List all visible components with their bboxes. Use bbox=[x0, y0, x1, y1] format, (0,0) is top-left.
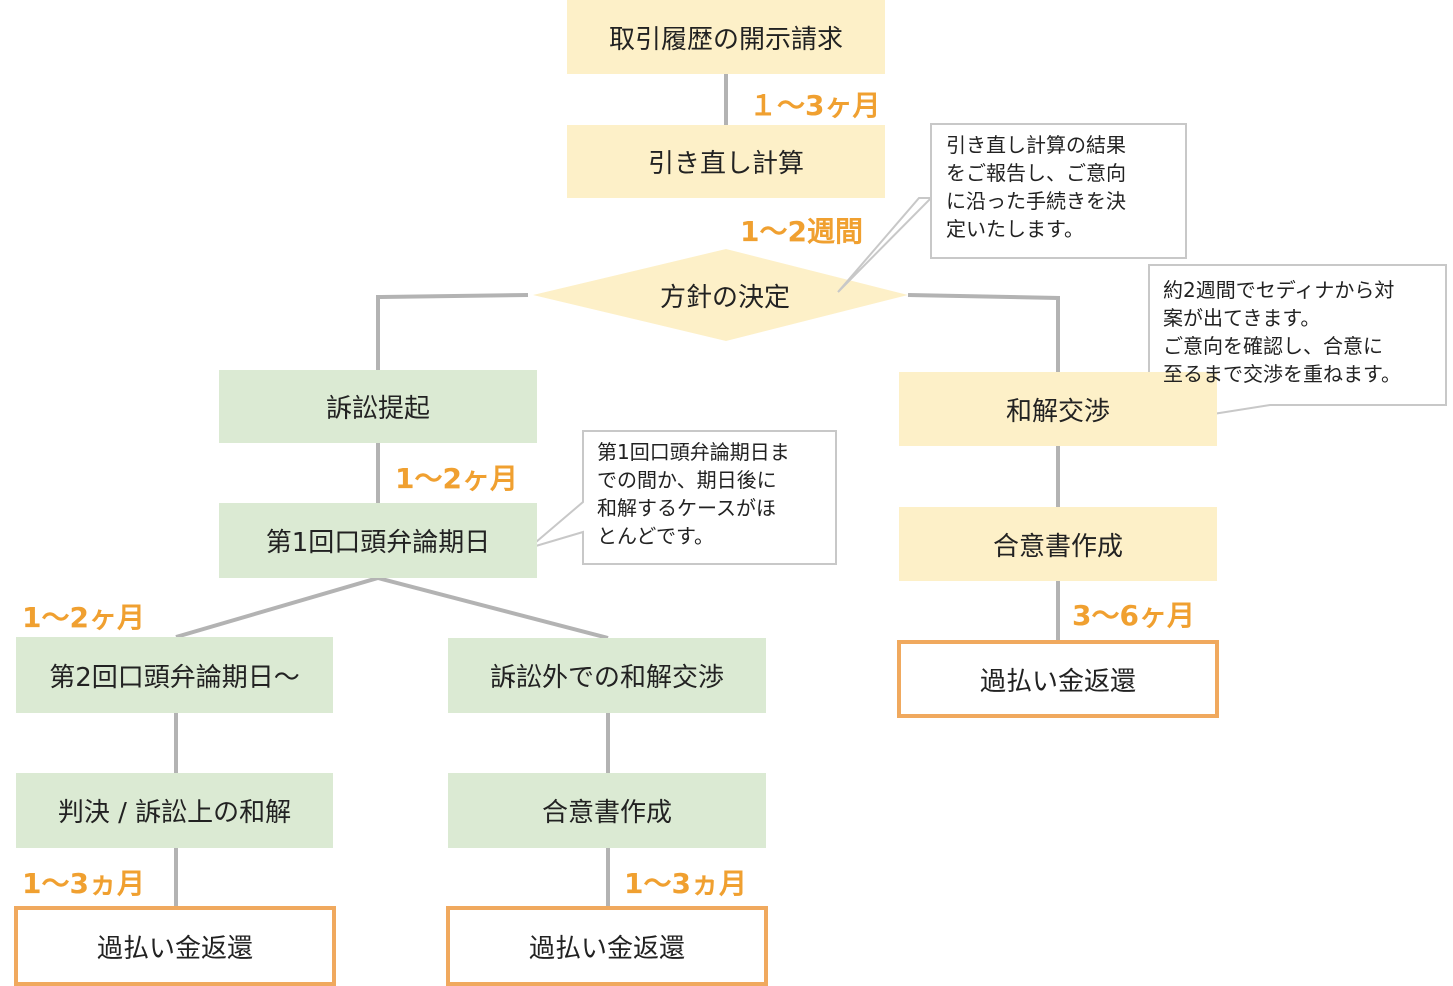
out-of-court-negotiation-box: 訴訟外での和解交渉 bbox=[448, 638, 766, 713]
first-hearing-box: 第1回口頭弁論期日 bbox=[219, 503, 537, 578]
duration-recalc-decision: 1～2週間 bbox=[740, 215, 863, 248]
agreement-right-box: 合意書作成 bbox=[899, 507, 1217, 581]
hearing-note-bubble bbox=[528, 430, 837, 565]
decision-diamond bbox=[533, 249, 908, 341]
hearing-note-text: 第1回口頭弁論期日ま での間か、期日後に 和解するケースがほ とんどです。 bbox=[597, 440, 790, 548]
recalc-note-text: 引き直し計算の結果 をご報告し、ご意向 に沿った手続きを決 定いたします。 bbox=[946, 133, 1126, 241]
duration-lawsuit-hearing: 1～2ヶ月 bbox=[395, 462, 518, 495]
duration-agreement-refund-right: 3～6ヶ月 bbox=[1072, 599, 1195, 632]
duration-judgment-refund: 1～3ヵ月 bbox=[22, 867, 145, 900]
settlement-negotiation-box: 和解交渉 bbox=[899, 372, 1217, 446]
duration-disclosure-recalc: １～3ヶ月 bbox=[749, 89, 881, 122]
duration-hearing-second: 1～2ヶ月 bbox=[22, 601, 145, 634]
refund-left-box: 過払い金返還 bbox=[14, 906, 336, 986]
recalc-note-bubble bbox=[837, 123, 1187, 293]
lawsuit-filing-box: 訴訟提起 bbox=[219, 370, 537, 443]
judgment-settlement-box: 判決 / 訴訟上の和解 bbox=[16, 773, 333, 848]
refund-right-box: 過払い金返還 bbox=[897, 640, 1219, 718]
recalculation-box: 引き直し計算 bbox=[567, 125, 885, 198]
duration-agreement-refund-mid: 1～3ヵ月 bbox=[624, 867, 747, 900]
policy-decision-label: 方針の決定 bbox=[659, 282, 790, 313]
refund-mid-box: 過払い金返還 bbox=[446, 906, 768, 986]
settlement-note-text: 約2週間でセディナから対 案が出てきます。 ご意向を確認し、合意に 至るまで交渉… bbox=[1163, 278, 1401, 386]
disclosure-request-box: 取引履歴の開示請求 bbox=[567, 0, 885, 74]
agreement-mid-box: 合意書作成 bbox=[448, 773, 766, 848]
connector-decision-lawsuit bbox=[376, 293, 529, 370]
second-hearing-box: 第2回口頭弁論期日～ bbox=[16, 637, 333, 713]
connector-hearing-split bbox=[175, 575, 609, 640]
connector-decision-settlement bbox=[907, 293, 1060, 372]
